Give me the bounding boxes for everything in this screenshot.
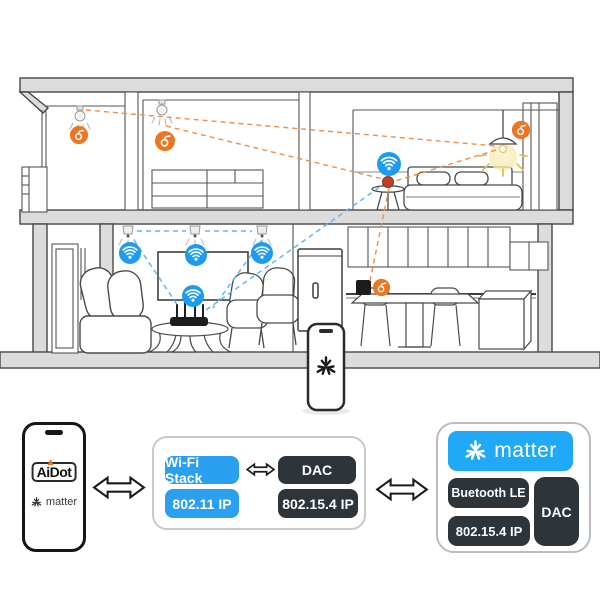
ground-slab (0, 351, 600, 369)
dac-chip: DAC (278, 456, 356, 484)
aidot-accent-caret (47, 459, 54, 465)
phone-notch (45, 430, 63, 435)
matter-device-panel: matter Buetooth LE 802.15.4 IP DAC (436, 422, 591, 553)
aidot-logo: AiDot (31, 459, 77, 482)
chimney-column (124, 91, 139, 211)
double-arrow-icon (246, 462, 275, 477)
floor-divider (19, 209, 574, 225)
coffee-table (148, 321, 232, 353)
phone-notch (319, 329, 333, 333)
phone-matter-badge: matter (25, 496, 83, 508)
double-arrow-icon (375, 477, 429, 502)
pendant-lamp (478, 110, 528, 177)
thread-icon (372, 278, 391, 297)
bluetooth-le-chip: Buetooth LE (448, 478, 529, 508)
patio-window (51, 243, 86, 354)
dining-table (350, 293, 480, 348)
thread-icon (154, 130, 176, 152)
roof-eave-left (18, 91, 50, 114)
downlight-spots (118, 225, 272, 247)
ground-left-wall (32, 223, 48, 355)
ip-802154-chip: 802.15.4 IP (448, 516, 530, 546)
shelf-unit (151, 169, 264, 209)
matter-phone (302, 322, 350, 415)
upper-floor-interior (41, 91, 559, 211)
ceiling-bulb-room2 (151, 99, 173, 126)
bed (403, 166, 523, 211)
wifi-router (170, 302, 208, 326)
wifi-icon (251, 242, 273, 264)
balcony-cabinet (21, 166, 48, 213)
roof (19, 77, 574, 93)
house-cross-section (0, 77, 600, 415)
wifi-icon (182, 285, 204, 307)
armchairs (226, 267, 300, 349)
smart-button (382, 176, 394, 188)
bridge-panel: Wi-Fi Stack DAC 802.11 IP 802.15.4 IP (152, 436, 366, 530)
thread-links (85, 109, 497, 282)
aidot-logo-text: AiDot (36, 464, 72, 480)
thread-icon (511, 120, 531, 140)
sofa (79, 267, 152, 354)
wifi-icon (119, 242, 141, 264)
matter-banner: matter (448, 431, 573, 471)
wifi-stack-chip: Wi-Fi Stack (165, 454, 239, 486)
phone-matter-label: matter (45, 496, 78, 508)
matter-logo-icon (465, 439, 486, 460)
wifi-icon (377, 152, 401, 176)
dac-chip: DAC (534, 477, 579, 546)
ip-80211-chip: 802.11 IP (165, 489, 239, 518)
matter-logo-icon (31, 496, 42, 506)
light-rays (478, 154, 528, 177)
matter-banner-label: matter (494, 439, 557, 462)
wardrobe (522, 102, 558, 211)
smart-switch (356, 280, 371, 295)
thread-icon (69, 125, 89, 145)
ip-802154-chip: 802.15.4 IP (278, 489, 358, 518)
kitchen (346, 226, 549, 299)
double-arrow-icon (92, 475, 146, 500)
kitchen-island (477, 289, 533, 351)
hall-wall (298, 91, 311, 211)
aidot-phone: AiDot matter (22, 422, 86, 552)
upper-right-wall (558, 91, 574, 211)
wifi-icon (185, 244, 207, 266)
